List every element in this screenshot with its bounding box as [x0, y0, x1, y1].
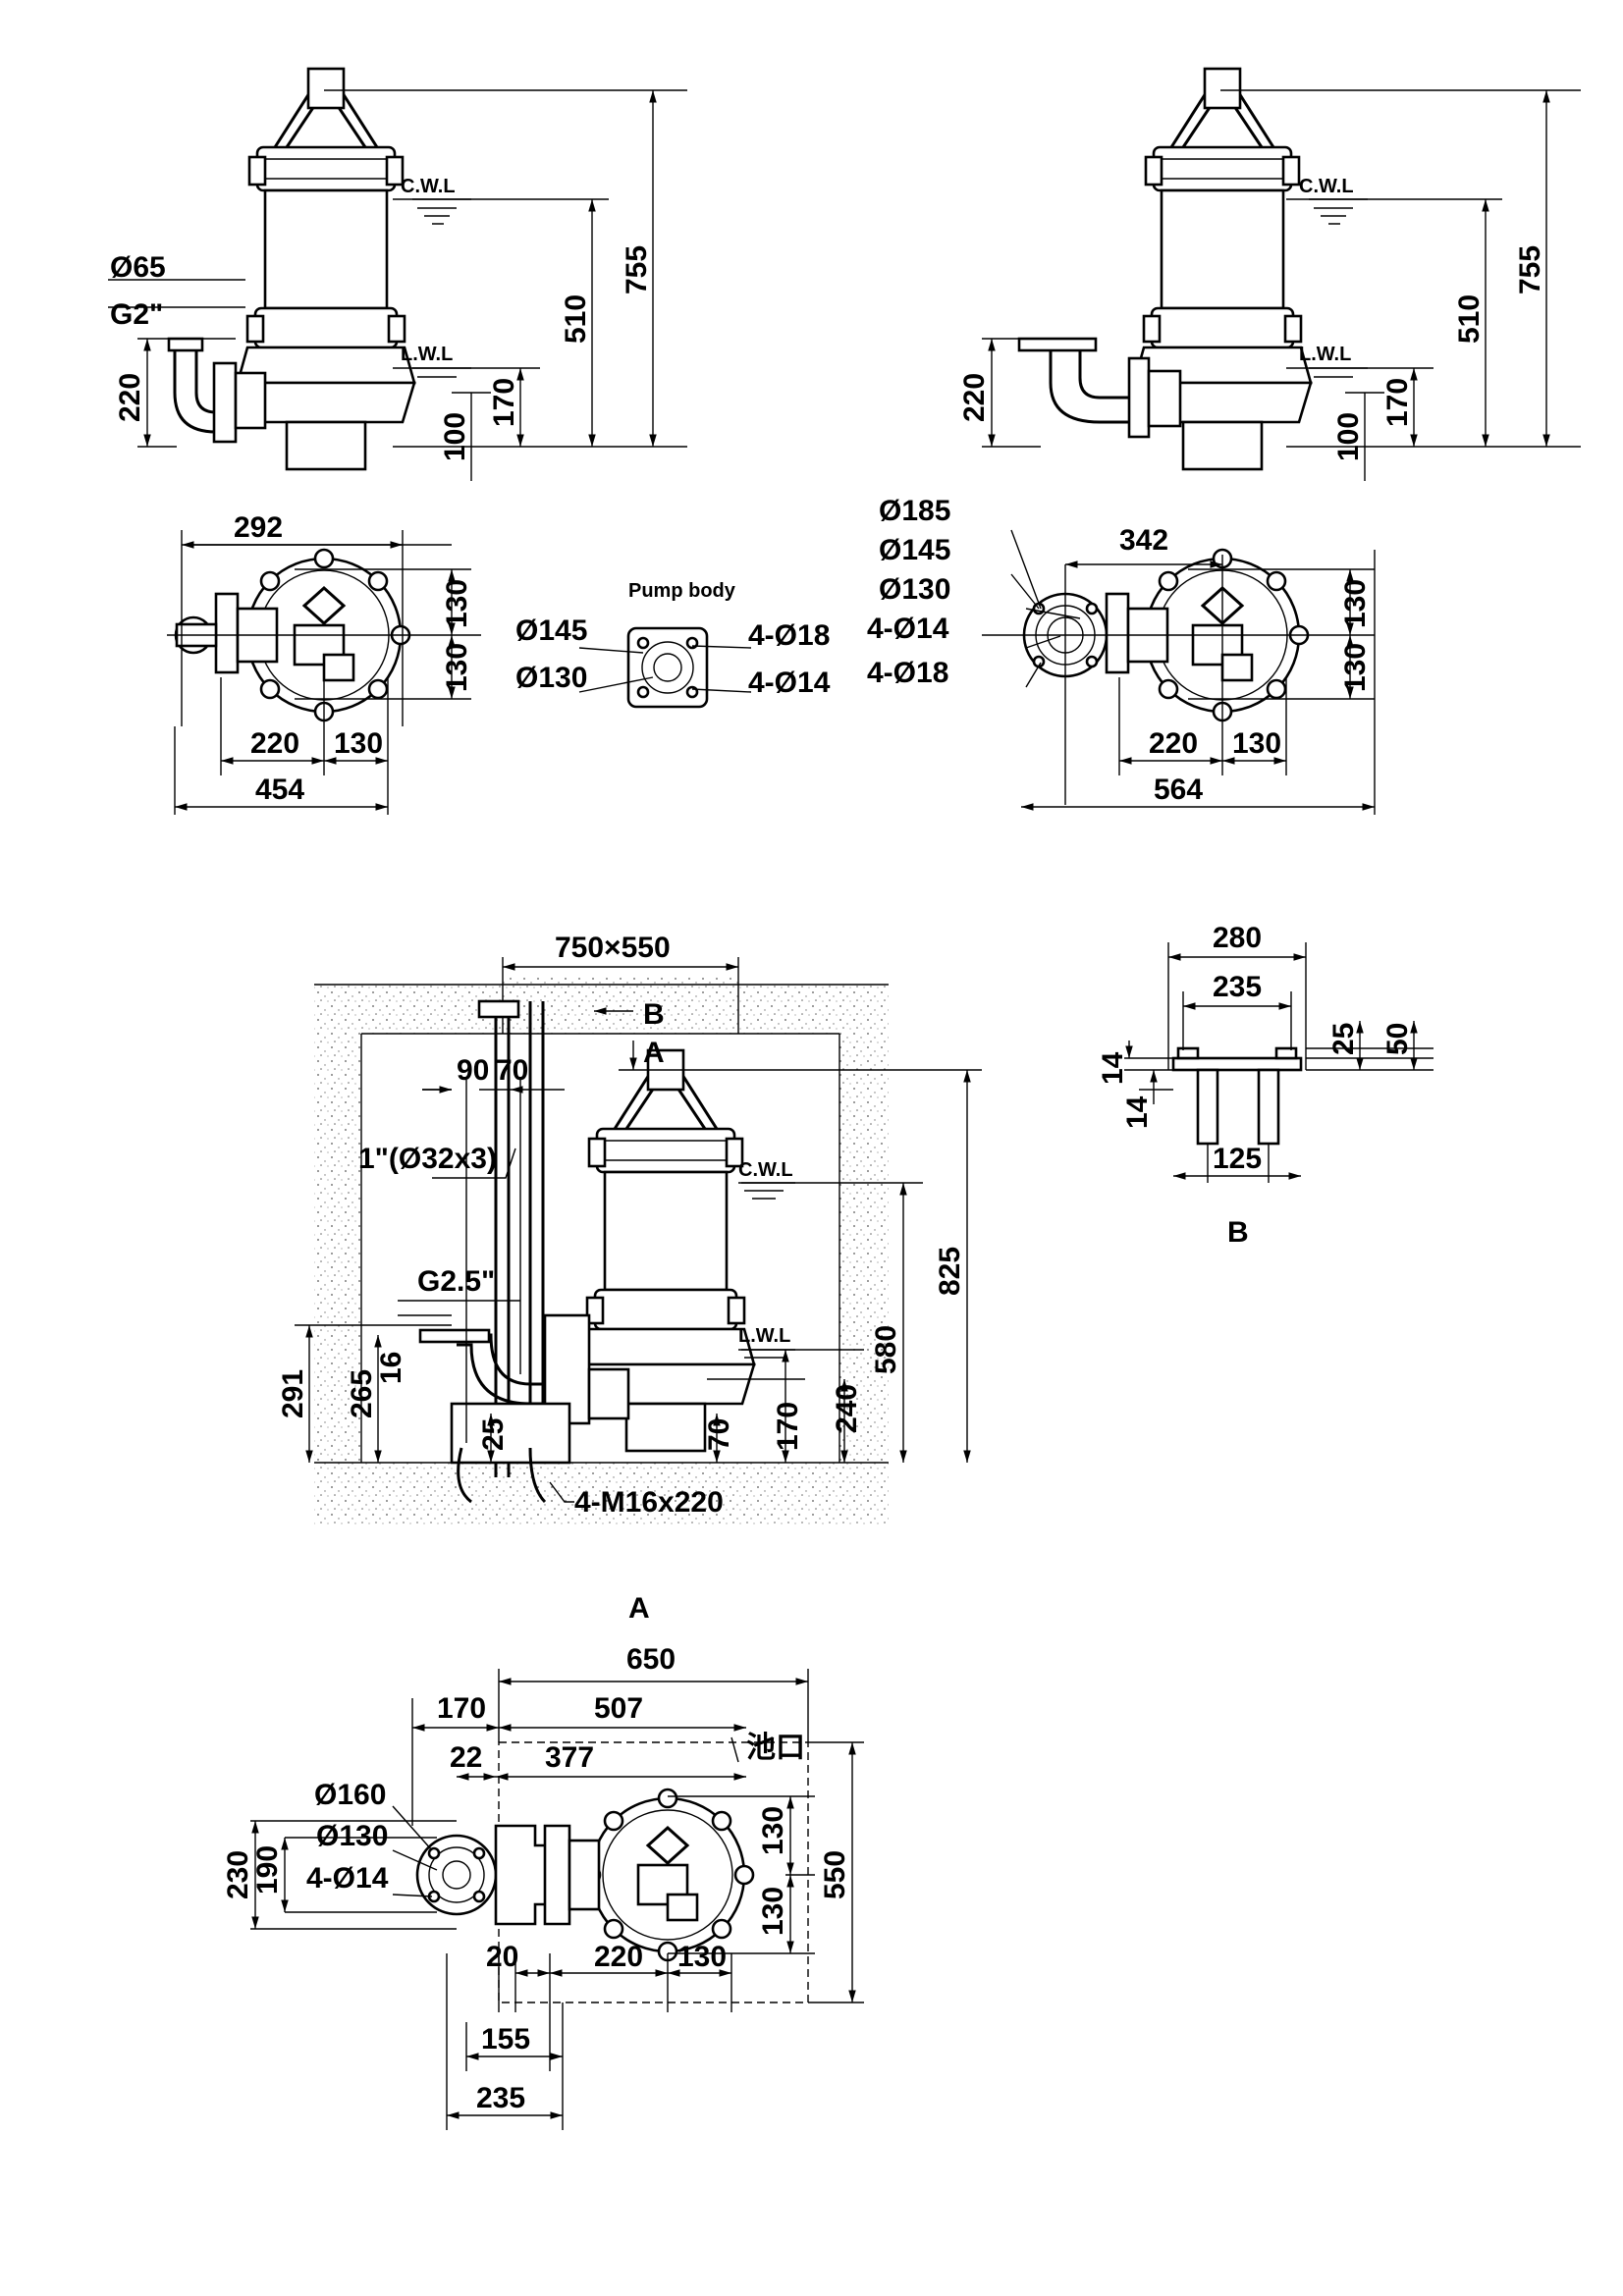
pump-body-title: Pump body — [628, 580, 736, 602]
detail-b-50: 50 — [1381, 1023, 1414, 1055]
plan-a-190: 190 — [251, 1845, 284, 1895]
plan-right-d145: Ø145 — [879, 534, 950, 566]
dim-lwl-height-left: 170 — [488, 378, 520, 427]
plan-a-d160: Ø160 — [314, 1779, 386, 1811]
cwl-label-right: C.W.L — [1299, 176, 1354, 197]
pump-body-holes14: 4-Ø14 — [748, 667, 831, 699]
dim-plan-right-130-lower: 130 — [1339, 643, 1372, 692]
plan-a-title: A — [628, 1592, 650, 1625]
dim-plan-right-220: 220 — [1149, 727, 1198, 760]
plan-a-155: 155 — [481, 2023, 530, 2056]
detail-b-14-upper: 14 — [1097, 1051, 1129, 1085]
dim-25: 25 — [477, 1418, 510, 1451]
pump-body-d130: Ø130 — [515, 662, 587, 694]
plan-left: 292 130 130 220 130 454 — [167, 511, 481, 815]
dim-265: 265 — [346, 1369, 378, 1418]
plan-a-230: 230 — [222, 1850, 254, 1899]
dim-plan-left-292: 292 — [234, 511, 283, 544]
dim-base-height-left: 100 — [439, 412, 471, 461]
detail-b-14-lower: 14 — [1121, 1095, 1154, 1129]
dim-outlet-height-left: 220 — [114, 373, 146, 422]
dim-lwl-height-right: 170 — [1381, 378, 1414, 427]
dim-total-height-right: 755 — [1514, 245, 1546, 294]
pump-body-flange: Pump body Ø145 Ø130 4-Ø18 4-Ø14 — [515, 580, 831, 709]
plan-a-220: 220 — [594, 1941, 643, 1973]
dim-plan-right-130: 130 — [1232, 727, 1281, 760]
elevation-right: C.W.L L.W.L 220 755 510 170 100 — [958, 67, 1581, 481]
plan-a-20: 20 — [486, 1941, 518, 1973]
detail-b-235: 235 — [1213, 971, 1262, 1003]
discharge-thread: G2.5" — [417, 1265, 495, 1298]
pump-body-d145: Ø145 — [515, 614, 587, 647]
dim-outlet-diameter: Ø65 — [110, 251, 166, 284]
dim-580: 580 — [870, 1325, 902, 1374]
dim-cwl-height-right: 510 — [1453, 294, 1486, 344]
installation-section: 750×550 B A 90 70 1"(Ø32x3) G2.5" 16 291… — [277, 932, 982, 1526]
detail-b-25: 25 — [1327, 1023, 1360, 1055]
dim-plan-left-220: 220 — [250, 727, 299, 760]
dim-16: 16 — [375, 1352, 407, 1384]
dim-90: 90 — [457, 1054, 489, 1087]
dim-240: 240 — [831, 1384, 863, 1433]
plan-a-650: 650 — [626, 1643, 676, 1676]
plan-a-130: 130 — [677, 1941, 727, 1973]
detail-b-title: B — [1227, 1216, 1249, 1249]
dim-70-base: 70 — [703, 1418, 735, 1451]
dim-plan-right-564: 564 — [1154, 774, 1203, 806]
dim-base-height-right: 100 — [1332, 412, 1365, 461]
plan-a-130-lower: 130 — [757, 1887, 789, 1936]
detail-b-280: 280 — [1213, 922, 1262, 954]
guide-pipe-spec: 1"(Ø32x3) — [358, 1143, 497, 1175]
plan-a-235: 235 — [476, 2082, 525, 2114]
plan-right: Ø185 Ø145 Ø130 4-Ø14 4-Ø18 342 130 130 2… — [867, 495, 1376, 815]
anchor-bolts: 4-M16x220 — [574, 1486, 724, 1519]
cwl-label-left: C.W.L — [401, 176, 456, 197]
plan-right-holes14: 4-Ø14 — [867, 613, 949, 645]
pump-body-holes18: 4-Ø18 — [748, 619, 830, 652]
view-b-marker: B — [643, 998, 665, 1031]
pit-size: 750×550 — [555, 932, 671, 964]
dim-outlet-thread: G2" — [110, 298, 163, 331]
plan-a-d130: Ø130 — [316, 1820, 388, 1852]
dim-plan-left-454: 454 — [255, 774, 304, 806]
view-a-marker: A — [643, 1037, 665, 1069]
dim-825: 825 — [934, 1247, 966, 1296]
elevation-left: C.W.L L.W.L Ø65 G2" 220 755 510 170 100 — [108, 67, 687, 481]
dim-cwl-height-left: 510 — [560, 294, 592, 344]
detail-b-125: 125 — [1213, 1143, 1262, 1175]
plan-a-holes14: 4-Ø14 — [306, 1862, 389, 1895]
plan-a-377: 377 — [545, 1741, 594, 1774]
plan-a-550: 550 — [819, 1850, 851, 1899]
detail-b: 280 235 25 50 14 14 125 B — [1097, 922, 1434, 1249]
plan-a-507: 507 — [594, 1692, 643, 1725]
plan-a-22: 22 — [450, 1741, 482, 1774]
plan-right-d130: Ø130 — [879, 573, 950, 606]
plan-view-a: A 650 170 507 池口 22 377 Ø160 Ø130 4-Ø14 … — [222, 1592, 864, 2130]
plan-a-pit-edge: 池口 — [746, 1732, 805, 1764]
dim-170: 170 — [772, 1402, 804, 1451]
plan-a-170: 170 — [437, 1692, 486, 1725]
dim-outlet-height-right: 220 — [958, 373, 991, 422]
dim-70: 70 — [496, 1054, 528, 1087]
dim-plan-left-130-upper: 130 — [441, 579, 473, 628]
lwl-label-right: L.W.L — [1299, 344, 1351, 365]
dim-291: 291 — [277, 1369, 309, 1418]
dim-plan-left-130: 130 — [334, 727, 383, 760]
cwl-label-install: C.W.L — [738, 1159, 793, 1181]
dim-plan-right-342: 342 — [1119, 524, 1168, 557]
dim-plan-left-130-lower: 130 — [441, 643, 473, 692]
lwl-label-install: L.W.L — [738, 1325, 790, 1347]
plan-right-holes18: 4-Ø18 — [867, 657, 948, 689]
dim-total-height-left: 755 — [621, 245, 653, 294]
plan-a-130-upper: 130 — [757, 1806, 789, 1855]
plan-right-d185: Ø185 — [879, 495, 950, 527]
lwl-label-left: L.W.L — [401, 344, 453, 365]
dim-plan-right-130-upper: 130 — [1339, 579, 1372, 628]
